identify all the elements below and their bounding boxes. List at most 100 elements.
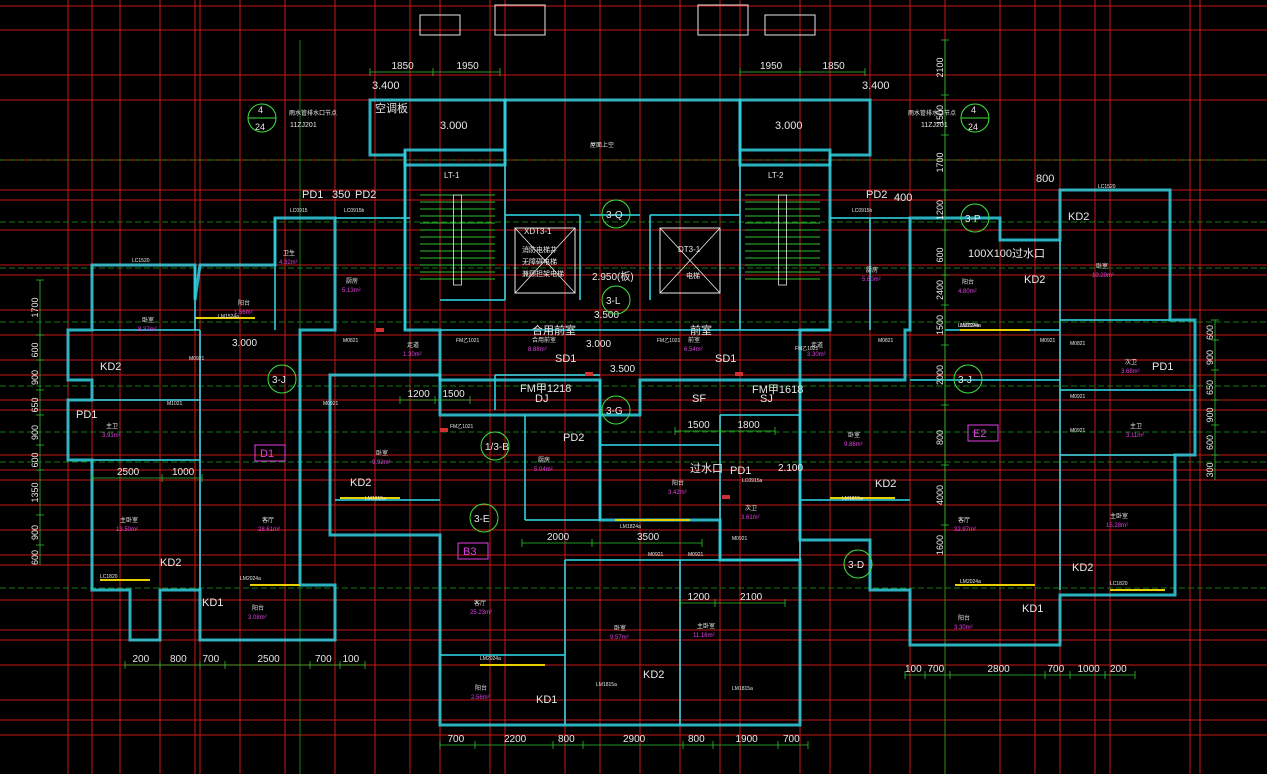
- room-name: 阳台: [252, 604, 264, 612]
- tag-kd2_b: KD2: [350, 477, 371, 489]
- door-tag: M0921: [1070, 428, 1086, 434]
- room-area: 5.04m²: [534, 467, 553, 473]
- wall-outline: [738, 98, 872, 167]
- window-tag: LC1820: [1110, 581, 1128, 587]
- room-area: 3.68m²: [1121, 369, 1140, 375]
- room-name: 客厅: [474, 599, 486, 607]
- dim-bottom-right-text: 200: [1110, 664, 1127, 675]
- exterior-unit: [764, 14, 816, 36]
- zone-marker-circle: [953, 364, 983, 394]
- door-tag: M0921: [688, 552, 704, 558]
- tag-dj: DJ: [535, 393, 548, 405]
- room-area: 9.86m²: [844, 442, 863, 448]
- svg-text:4: 4: [258, 105, 263, 115]
- elev-3500-a: 3.500: [594, 310, 619, 321]
- window-tag: LM1815a: [732, 686, 753, 692]
- room-area: 11.16m²: [693, 633, 715, 639]
- room-area: 1.56m²: [234, 310, 253, 316]
- dim-left-text: 1350: [30, 482, 40, 502]
- dim-top-left-text: 1950: [457, 61, 480, 72]
- tag-kd2_c: KD2: [160, 557, 181, 569]
- tag-fm2: FM甲1618: [752, 384, 803, 396]
- elev-3000-mid: 3.000: [586, 339, 611, 350]
- elev-2100: 2.100: [778, 463, 803, 474]
- dim-top-right-text: 1850: [823, 61, 846, 72]
- tag-overflow: 过水口: [690, 462, 723, 475]
- dim-bottom-right-text: 700: [928, 664, 945, 675]
- zone-zone_3e: 3-E: [474, 514, 490, 525]
- unit-tag-unit_e2: E2: [973, 428, 986, 440]
- dim-right-text: 650: [1205, 380, 1215, 395]
- room-area: 5.13m²: [342, 288, 361, 294]
- zone-marker-circle: [601, 285, 631, 315]
- tag-kd2_d: KD2: [643, 669, 664, 681]
- unit-tag-unit_b3: B3: [463, 546, 476, 558]
- room-labels: 卧室8.37m²阳台1.56m²主卫3.91m²主卧室13.50m²客厅28.6…: [102, 249, 1144, 701]
- dim-center-inner3-text: 1500: [443, 389, 466, 400]
- dim-right-text: 900: [1205, 407, 1215, 422]
- room-name: 厨房: [538, 456, 550, 464]
- dim-bottom-center-text: 700: [783, 734, 800, 745]
- tag-sj: SJ: [760, 393, 773, 405]
- room-area: 4.32m²: [279, 260, 298, 266]
- elev-3000-left: 3.000: [440, 120, 468, 132]
- dim-center-inner2-text: 1800: [738, 420, 761, 431]
- room-area: 28.61m²: [258, 527, 280, 533]
- window-tag: LM2024a: [960, 323, 981, 329]
- dim-center-inner3-text: 1200: [408, 389, 431, 400]
- zone-marker-circle: [267, 364, 297, 394]
- room-area: 32.97m²: [954, 527, 976, 533]
- room-area: 3.91m²: [102, 433, 121, 439]
- elev-2950: 2.950(板): [592, 270, 634, 283]
- elevator-cross: [659, 227, 721, 294]
- zone-zone_3j_left: 3-J: [272, 375, 286, 386]
- room-name: 走道: [811, 341, 823, 349]
- room-name: 卧室: [614, 624, 626, 632]
- dim-left-text: 1700: [30, 297, 40, 317]
- room-area: 4.80m²: [958, 289, 977, 295]
- room-area: 15.28m²: [1106, 523, 1128, 529]
- stair-lt1-label: LT-1: [444, 171, 460, 180]
- elev-3000-left-balcony: 3.000: [232, 338, 257, 349]
- window-tag: LM2024a: [480, 656, 501, 662]
- dim-left-text: 900: [30, 525, 40, 540]
- room-name: 卧室: [848, 431, 860, 439]
- door-tag: M0921: [323, 401, 339, 407]
- tag-kd2_h: KD2: [1072, 562, 1093, 574]
- room-name: 阳台: [475, 684, 487, 692]
- tag-sd1_b: SD1: [715, 353, 736, 365]
- door-tag: FM乙1021: [456, 337, 480, 344]
- dim-bottom-center-text: 2200: [504, 734, 527, 745]
- dim-right-inner-text: 4000: [935, 485, 945, 505]
- room-area: 3.61m²: [741, 515, 760, 521]
- room-area: 3.11m²: [1126, 433, 1144, 439]
- window-tag: LC0915b: [344, 208, 365, 214]
- dim-right-inner-text: 1500: [935, 105, 945, 125]
- room-name: 走道: [407, 341, 419, 349]
- tag-kd1_a: KD1: [202, 597, 223, 609]
- room-area: 25.23m²: [470, 610, 492, 616]
- door-tag: M0821: [343, 338, 359, 344]
- tag-pd2_c: PD2: [866, 189, 887, 201]
- elevator-shaft: [514, 227, 576, 294]
- column-mark: [585, 372, 593, 376]
- window-tag: LC0915b: [852, 208, 873, 214]
- dim-bottom-center-text: 1900: [736, 734, 759, 745]
- tag-pd2_b: PD2: [563, 432, 584, 444]
- dim-center-inner4-text: 2100: [740, 592, 763, 603]
- window-tag: LM1815a: [842, 496, 863, 502]
- tag-n400: 400: [894, 192, 912, 204]
- room-name: 客厅: [958, 516, 970, 524]
- door-tag: M0821: [1070, 341, 1086, 347]
- dim-bottom-left-text: 700: [203, 654, 220, 665]
- room-name: 厨房: [346, 277, 358, 285]
- dim-right-inner-text: 1600: [935, 535, 945, 555]
- tag-sf: SF: [692, 393, 706, 405]
- room-area: 3.30m²: [807, 352, 826, 358]
- walls: [66, 98, 1197, 727]
